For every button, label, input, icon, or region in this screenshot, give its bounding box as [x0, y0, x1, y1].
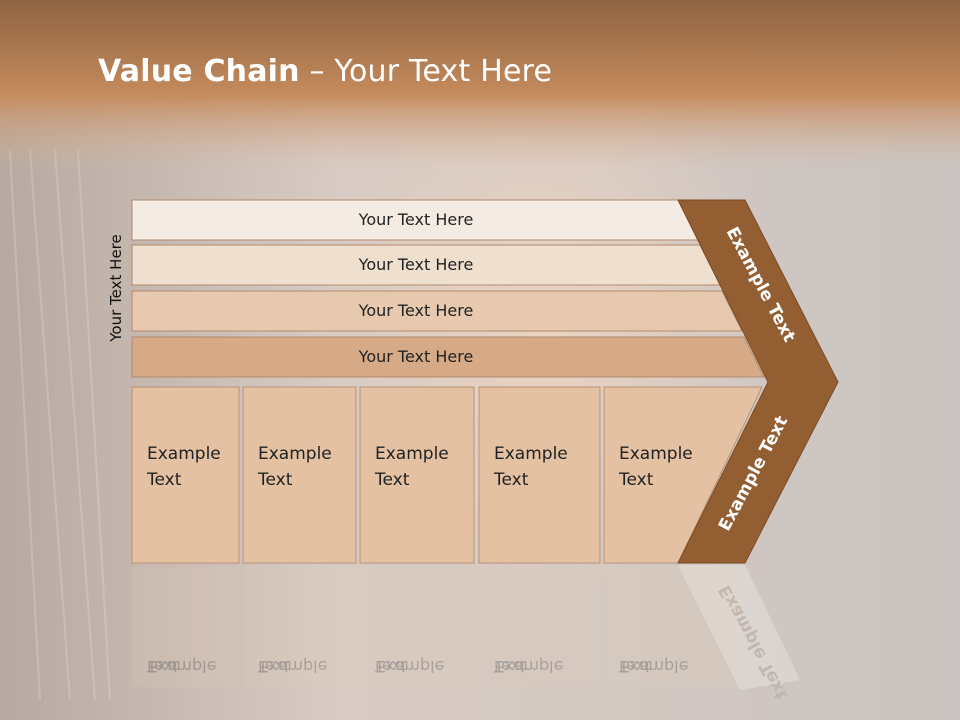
slide-title: Value Chain – Your Text Here	[98, 54, 552, 89]
primary-column-label-line1: Example	[619, 444, 693, 464]
primary-column-label-line2: Text	[618, 470, 654, 490]
reflection-shape	[678, 565, 800, 690]
reflection-label: Example	[494, 657, 563, 676]
support-row-label: Your Text Here	[358, 347, 474, 366]
support-row: Your Text Here	[131, 290, 743, 332]
reflection-shape	[132, 567, 239, 687]
reflection-label: Text	[618, 657, 651, 676]
primary-column-label-line2: Text	[257, 470, 293, 490]
support-row-label: Your Text Here	[358, 301, 474, 320]
reflection-label: Text	[374, 657, 407, 676]
reflection-shape	[479, 567, 600, 687]
reflection-label: Example	[375, 657, 444, 676]
primary-column-label-line1: Example	[258, 444, 332, 464]
primary-column-shape	[359, 386, 475, 564]
primary-column-shape	[131, 386, 240, 564]
primary-column-label-line2: Text	[493, 470, 529, 490]
primary-column-label-line1: Example	[494, 444, 568, 464]
support-row-shape	[131, 290, 743, 332]
support-row-label: Your Text Here	[358, 210, 474, 229]
reflection-label: Example	[619, 657, 688, 676]
reflection-label: Text	[146, 657, 179, 676]
support-row-shape	[131, 336, 765, 378]
title-bold: Value Chain	[98, 54, 300, 89]
reflection-label: Text	[257, 657, 290, 676]
support-row: Your Text Here	[131, 244, 721, 286]
reflection-shape	[243, 567, 356, 687]
primary-column-label-line1: Example	[375, 444, 449, 464]
reflection-shape	[360, 567, 474, 687]
support-row-label: Your Text Here	[358, 255, 474, 274]
reflection-shape	[604, 567, 742, 687]
support-row: Your Text Here	[131, 336, 765, 378]
reflection-label: Example	[258, 657, 327, 676]
margin-chevron-shape	[677, 199, 839, 564]
reflection-label: Text	[493, 657, 526, 676]
primary-column-shape	[478, 386, 601, 564]
primary-column-label-line1: Example	[147, 444, 221, 464]
title-rest: – Your Text Here	[309, 54, 553, 89]
primary-column-shape	[242, 386, 357, 564]
support-row: Your Text Here	[131, 199, 699, 241]
primary-column-label-line2: Text	[374, 470, 410, 490]
reflection-label: Example	[147, 657, 216, 676]
primary-column-label-line2: Text	[146, 470, 182, 490]
